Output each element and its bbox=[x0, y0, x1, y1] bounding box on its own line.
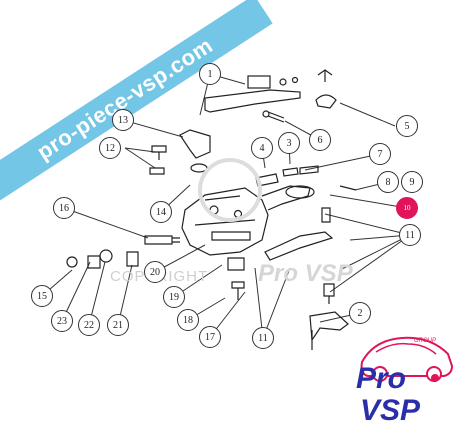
callout-11: 11 bbox=[252, 327, 274, 349]
callout-22: 22 bbox=[78, 314, 100, 336]
logo-group-text: GROUP bbox=[414, 338, 437, 344]
part-drawings bbox=[66, 69, 357, 350]
callout-23: 23 bbox=[51, 310, 73, 332]
callout-3: 3 bbox=[278, 132, 300, 154]
callout-16: 16 bbox=[53, 197, 75, 219]
watermark-swirl bbox=[198, 158, 262, 222]
callout-4: 4 bbox=[251, 137, 273, 159]
callout-19: 19 bbox=[163, 286, 185, 308]
callout-10: 10 bbox=[396, 197, 418, 219]
callout-12: 12 bbox=[99, 137, 121, 159]
callout-17: 17 bbox=[199, 326, 221, 348]
callout-15: 15 bbox=[31, 285, 53, 307]
callout-14: 14 bbox=[150, 201, 172, 223]
callout-1: 1 bbox=[199, 63, 221, 85]
callout-21: 21 bbox=[107, 314, 129, 336]
callout-18: 18 bbox=[177, 309, 199, 331]
brand-watermark: Pro VSP bbox=[258, 260, 353, 287]
callout-5: 5 bbox=[396, 115, 418, 137]
car-logo-icon bbox=[360, 336, 454, 382]
callout-6: 6 bbox=[309, 129, 331, 151]
callout-7: 7 bbox=[369, 143, 391, 165]
callout-13: 13 bbox=[112, 109, 134, 131]
callout-20: 20 bbox=[144, 261, 166, 283]
callout-2: 2 bbox=[349, 302, 371, 324]
callout-9: 9 bbox=[401, 171, 423, 193]
callout-11: 11 bbox=[399, 224, 421, 246]
leader-lines bbox=[41, 73, 411, 339]
logo-pro-text: Pro bbox=[356, 362, 407, 395]
callout-8: 8 bbox=[377, 171, 399, 193]
logo-vsp-text: VSP bbox=[360, 394, 421, 427]
